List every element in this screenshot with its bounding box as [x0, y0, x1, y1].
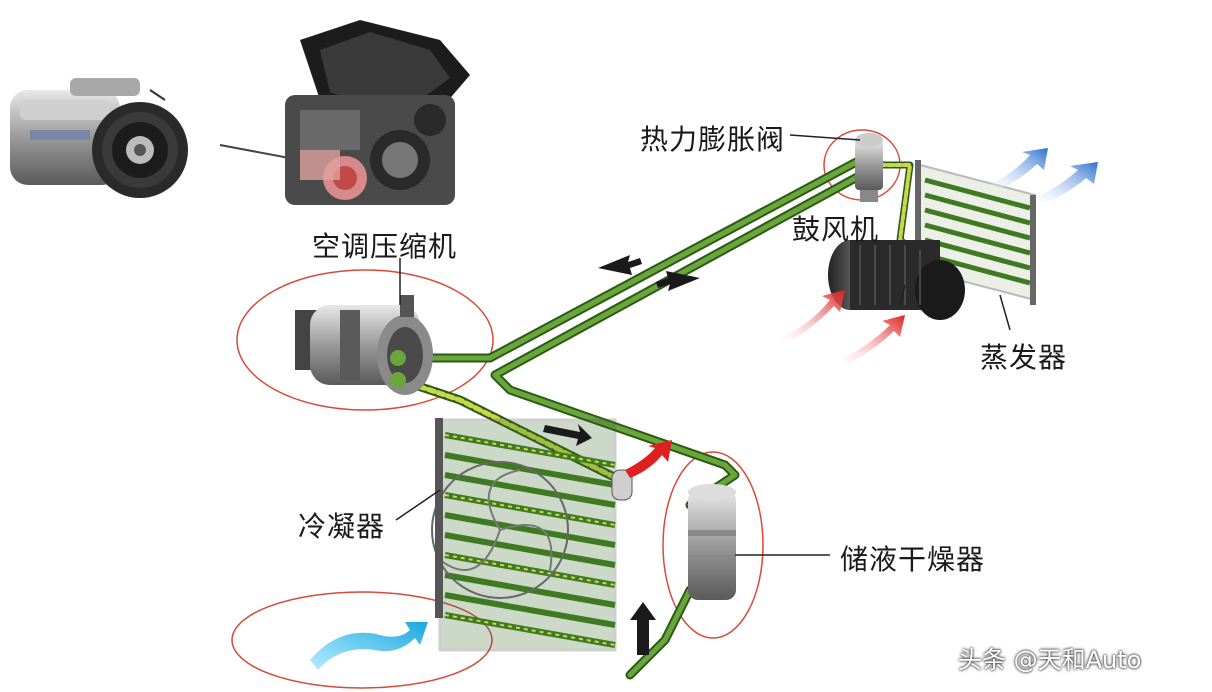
label-expansion-valve: 热力膨胀阀 [640, 123, 786, 156]
fan-icon [431, 461, 569, 599]
label-blower: 鼓风机 [792, 213, 880, 246]
engine-photo-icon [219, 20, 470, 205]
label-receiver-drier: 储液干燥器 [840, 543, 986, 576]
receiver-drier-highlight-circle [662, 451, 764, 639]
condenser [431, 418, 633, 652]
compressor-highlight-circle [236, 269, 494, 411]
cold-air-arrow [990, 148, 1098, 205]
label-compressor: 空调压缩机 [312, 230, 458, 263]
expansion-valve [855, 133, 883, 202]
leader-lines [395, 134, 1011, 556]
label-condenser: 冷凝器 [298, 510, 386, 543]
label-evaporator: 蒸发器 [980, 341, 1068, 374]
outside-air-arrow [310, 622, 428, 670]
compressor-photo-icon [10, 78, 188, 198]
flow-arrow-icon [543, 255, 700, 655]
watermark: 头条 @天和Auto [958, 646, 1142, 674]
receiver-drier [688, 484, 736, 600]
system-compressor [295, 295, 433, 395]
hot-air-arrow [625, 290, 905, 478]
outside-air-highlight-circle [231, 591, 493, 689]
